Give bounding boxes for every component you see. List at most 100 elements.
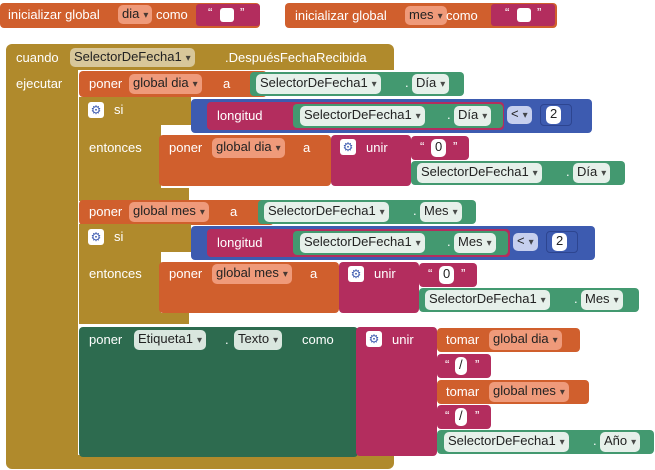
string-block-slash[interactable]: “ / ”	[437, 354, 491, 378]
close-quote: ”	[475, 408, 480, 423]
var-dropdown[interactable]: global dia	[212, 138, 285, 158]
operator-dropdown[interactable]: <	[507, 106, 532, 124]
event-block-footer	[6, 455, 394, 469]
cuando-label: cuando	[16, 50, 59, 65]
component-getter-block[interactable]: SelectorDeFecha1 . Mes	[419, 288, 639, 312]
string-field[interactable]: /	[455, 357, 467, 375]
empty-string-block[interactable]: “ ”	[491, 4, 555, 26]
string-field[interactable]: 0	[431, 139, 447, 157]
poner-label: poner	[169, 140, 203, 155]
property-dropdown[interactable]: Texto	[234, 330, 283, 350]
component-getter-block[interactable]: SelectorDeFecha1 . Día	[293, 104, 503, 128]
string-value-field[interactable]	[517, 8, 531, 22]
join-block-dia[interactable]: ⚙ unir	[331, 135, 411, 186]
var-dropdown[interactable]: global mes	[489, 382, 569, 402]
component-getter-block[interactable]: SelectorDeFecha1 . Día	[250, 72, 464, 96]
compare-block-mes[interactable]: longitud SelectorDeFecha1 . Mes < 2	[191, 226, 595, 260]
gear-icon[interactable]: ⚙	[88, 229, 104, 245]
string-block-zero[interactable]: “ 0 ”	[419, 263, 477, 287]
component-dropdown[interactable]: SelectorDeFecha1	[444, 432, 569, 452]
join-block-label[interactable]: ⚙ unir	[356, 327, 437, 456]
join-block-mes[interactable]: ⚙ unir	[339, 262, 419, 313]
close-quote: ”	[475, 357, 480, 372]
property-dropdown[interactable]: Día	[412, 74, 450, 94]
empty-string-block[interactable]: “ ”	[196, 4, 260, 26]
if-block-mes[interactable]: ⚙ si	[79, 224, 191, 252]
set-global-mes-block[interactable]: poner global mes a	[79, 200, 274, 225]
dot-label: .	[447, 107, 451, 122]
get-global-mes-block[interactable]: tomar global mes	[437, 380, 589, 404]
if-block-dia[interactable]: ⚙ si	[79, 97, 191, 125]
component-dropdown[interactable]: SelectorDeFecha1	[300, 233, 425, 253]
property-dropdown[interactable]: Día	[573, 163, 611, 183]
longitud-label: longitud	[217, 108, 263, 123]
var-dropdown[interactable]: global mes	[129, 202, 209, 222]
component-dropdown[interactable]: SelectorDeFecha1	[425, 290, 550, 310]
property-dropdown[interactable]: Mes	[454, 233, 496, 253]
poner-label: poner	[89, 204, 123, 219]
string-field[interactable]: /	[455, 408, 467, 426]
a-label: a	[230, 204, 238, 219]
unir-label: unir	[374, 266, 396, 281]
init-label: inicializar global	[295, 8, 387, 23]
init-global-mes-block[interactable]: inicializar global mes como “ ”	[285, 3, 557, 28]
if-block-mes-foot	[79, 313, 189, 324]
number-block[interactable]: 2	[546, 231, 578, 253]
component-dropdown[interactable]: SelectorDeFecha1	[264, 202, 389, 222]
close-quote: ”	[461, 266, 466, 281]
length-block[interactable]: longitud SelectorDeFecha1 . Día	[207, 102, 504, 130]
component-dropdown[interactable]: Etiqueta1	[134, 330, 206, 350]
entonces-label: entonces	[89, 266, 142, 281]
si-label: si	[114, 102, 124, 117]
a-label: a	[310, 266, 318, 281]
string-value-field[interactable]	[220, 8, 234, 22]
set-global-dia-block[interactable]: poner global dia a	[79, 71, 267, 97]
como-label: como	[446, 8, 478, 23]
event-name: .DespuésFechaRecibida	[225, 50, 367, 65]
event-component-dropdown[interactable]: SelectorDeFecha1	[70, 48, 195, 67]
set-label-text-block[interactable]: poner Etiqueta1 . Texto como	[79, 327, 358, 457]
component-dropdown[interactable]: SelectorDeFecha1	[417, 163, 542, 183]
number-block[interactable]: 2	[540, 104, 572, 126]
number-field[interactable]: 2	[552, 233, 568, 251]
length-block[interactable]: longitud SelectorDeFecha1 . Mes	[207, 229, 510, 257]
if-block-dia-foot	[79, 188, 189, 201]
get-global-dia-block[interactable]: tomar global dia	[437, 328, 580, 352]
operator-dropdown[interactable]: <	[513, 233, 538, 251]
string-block-zero[interactable]: “ 0 ”	[411, 136, 469, 160]
compare-block-dia[interactable]: longitud SelectorDeFecha1 . Día < 2	[191, 99, 592, 133]
property-dropdown[interactable]: Mes	[581, 290, 623, 310]
ejecutar-label: ejecutar	[16, 76, 63, 91]
poner-label: poner	[89, 76, 123, 91]
gear-icon[interactable]: ⚙	[340, 139, 356, 155]
component-getter-block[interactable]: SelectorDeFecha1 . Mes	[258, 200, 476, 224]
a-label: a	[303, 140, 311, 155]
var-name-dia[interactable]: dia	[118, 5, 153, 24]
var-dropdown[interactable]: global dia	[129, 74, 202, 94]
a-label: a	[223, 76, 231, 91]
string-block-slash[interactable]: “ / ”	[437, 405, 491, 429]
set-global-mes-block-2[interactable]: poner global mes a	[159, 262, 339, 313]
como-label: como	[302, 332, 334, 347]
property-dropdown[interactable]: Año	[600, 432, 641, 452]
set-global-dia-block-2[interactable]: poner global dia a	[159, 135, 331, 186]
gear-icon[interactable]: ⚙	[366, 331, 382, 347]
init-global-dia-block[interactable]: inicializar global dia como “ ”	[0, 3, 260, 28]
property-dropdown[interactable]: Día	[454, 106, 492, 126]
property-dropdown[interactable]: Mes	[420, 202, 462, 222]
component-dropdown[interactable]: SelectorDeFecha1	[256, 74, 381, 94]
component-getter-block[interactable]: SelectorDeFecha1 . Mes	[293, 231, 508, 255]
string-field[interactable]: 0	[439, 266, 455, 284]
longitud-label: longitud	[217, 235, 263, 250]
var-dropdown[interactable]: global dia	[489, 330, 562, 350]
gear-icon[interactable]: ⚙	[348, 266, 364, 282]
poner-label: poner	[89, 332, 123, 347]
var-dropdown[interactable]: global mes	[212, 264, 292, 284]
component-getter-block[interactable]: SelectorDeFecha1 . Año	[437, 430, 654, 454]
component-getter-block[interactable]: SelectorDeFecha1 . Día	[411, 161, 625, 185]
component-dropdown[interactable]: SelectorDeFecha1	[300, 106, 425, 126]
var-name-mes[interactable]: mes	[405, 6, 447, 25]
gear-icon[interactable]: ⚙	[88, 102, 104, 118]
event-block-header[interactable]: cuando SelectorDeFecha1 .DespuésFechaRec…	[6, 44, 394, 70]
number-field[interactable]: 2	[546, 106, 562, 124]
